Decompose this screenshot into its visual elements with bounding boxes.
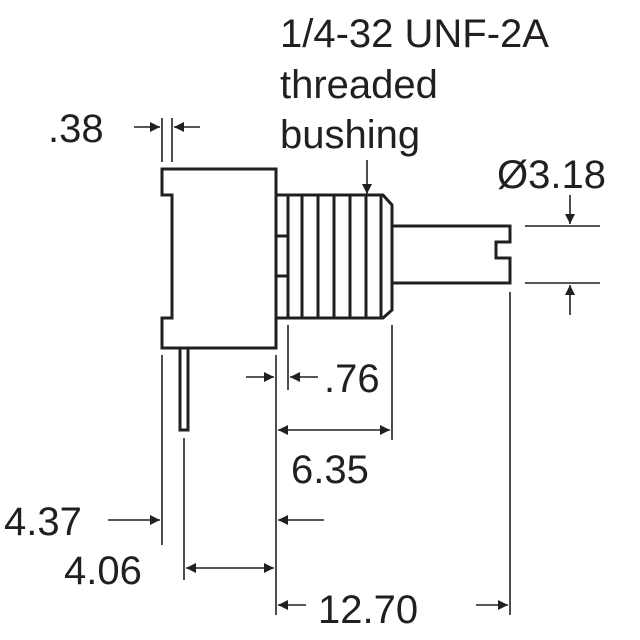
dim-label-038: .38 bbox=[48, 107, 104, 151]
dimension-arrows bbox=[108, 122, 575, 610]
terminal-pin bbox=[178, 348, 190, 432]
dim-label-1270: 12.70 bbox=[318, 588, 418, 632]
dimension-labels: 1/4-32 UNF-2A threaded bushing .38 Ø3.18… bbox=[4, 12, 606, 632]
housing-body bbox=[160, 167, 278, 350]
threaded-bushing bbox=[276, 193, 394, 320]
dim-label-076: .76 bbox=[324, 357, 380, 401]
dim-label-437: 4.37 bbox=[4, 500, 82, 544]
callout-line-1: 1/4-32 UNF-2A bbox=[280, 12, 549, 56]
dim-label-diameter: Ø3.18 bbox=[497, 153, 606, 197]
dim-label-406: 4.06 bbox=[64, 549, 142, 593]
extension-lines bbox=[161, 118, 600, 615]
dim-label-635: 6.35 bbox=[291, 448, 369, 492]
callout-line-3: bushing bbox=[280, 113, 420, 157]
callout-line-2: threaded bbox=[280, 63, 438, 107]
shaft bbox=[392, 224, 512, 285]
